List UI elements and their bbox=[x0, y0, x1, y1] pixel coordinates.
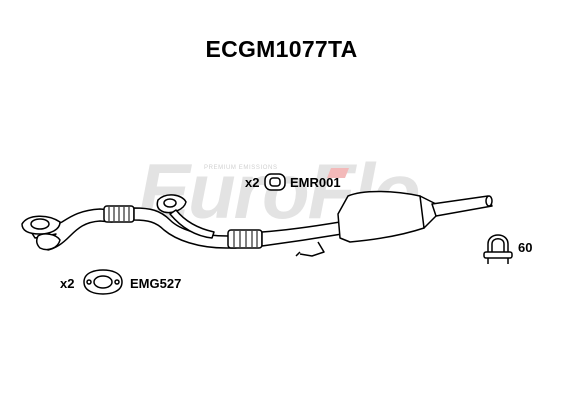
hanger-bracket bbox=[299, 241, 325, 257]
hanger-code: EMR001 bbox=[290, 175, 341, 190]
watermark-accent bbox=[327, 168, 349, 178]
flex-ribbing bbox=[108, 207, 258, 247]
clamp-code: 60 bbox=[518, 240, 533, 255]
catalytic-converter bbox=[337, 190, 427, 243]
flange-gasket-icon bbox=[83, 269, 123, 295]
part-number-title: ECGM1077TA bbox=[205, 36, 358, 62]
watermark-tagline: PREMIUM EMISSIONS bbox=[204, 165, 278, 171]
second-downpipe bbox=[169, 209, 215, 239]
tail-pipe bbox=[431, 195, 493, 217]
u-bolt-clamp-icon bbox=[483, 234, 513, 264]
hanger-qty: x2 bbox=[245, 175, 260, 190]
rubber-hanger-icon bbox=[264, 173, 286, 191]
gasket-code: EMG527 bbox=[130, 276, 182, 291]
gasket-qty: x2 bbox=[60, 276, 75, 291]
mid-pipe-2 bbox=[261, 221, 343, 247]
flange-left-lower bbox=[35, 233, 61, 251]
